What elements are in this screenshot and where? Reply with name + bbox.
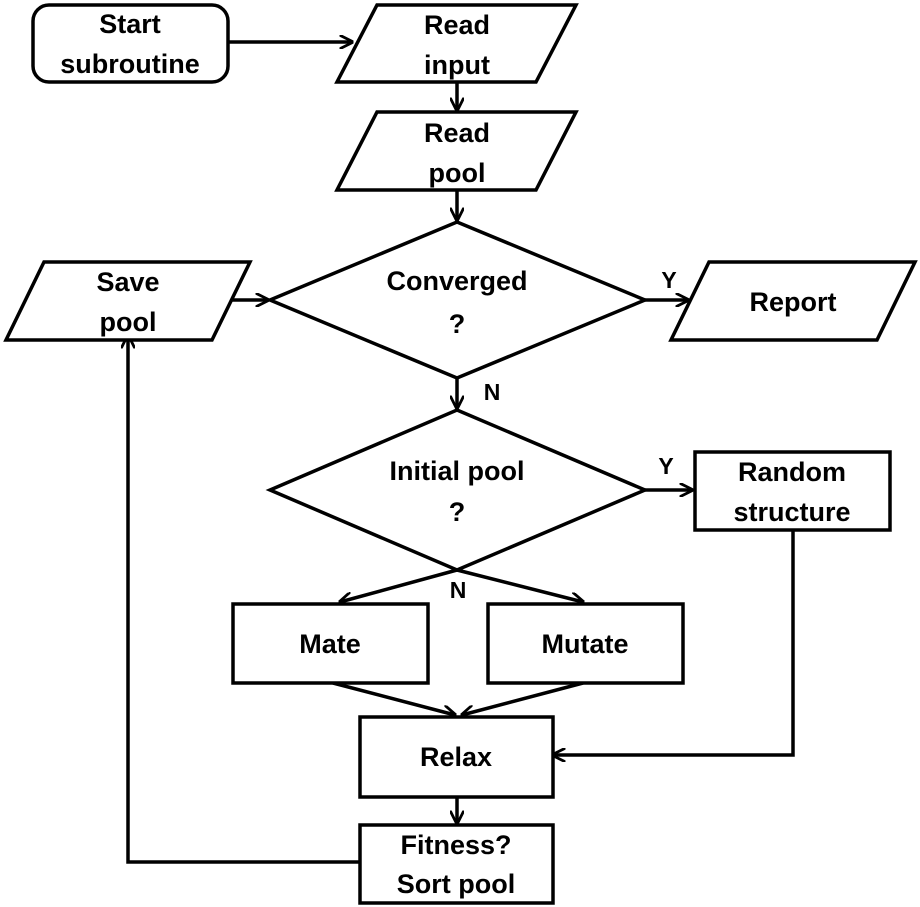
- edge-initial-pool-to-mate: [340, 568, 458, 602]
- start-node-label: Start: [99, 9, 161, 39]
- converged-label: Converged: [386, 266, 527, 296]
- fitness-node: Fitness? Sort pool: [358, 823, 555, 905]
- edge-label-initial-no: N: [450, 577, 467, 603]
- fitness-label: Fitness?: [400, 830, 511, 860]
- random-structure-label-2: structure: [733, 497, 850, 527]
- save-pool-label-2: pool: [100, 307, 157, 337]
- edge-mutate-to-relax: [462, 681, 584, 715]
- read-pool-node: Read pool: [334, 110, 579, 192]
- converged-label-2: ?: [449, 309, 466, 339]
- edge-random-structure-to-relax: [553, 530, 795, 755]
- read-pool-label: Read: [424, 118, 490, 148]
- start-node-label-2: subroutine: [60, 49, 200, 79]
- read-input-node: Read input: [334, 3, 579, 84]
- mate-node: Mate: [231, 602, 430, 685]
- report-node: Report: [668, 260, 918, 342]
- edge-initial-pool-to-mutate: [456, 568, 583, 602]
- read-input-label: Read: [424, 10, 490, 40]
- edge-label-converged-no: N: [484, 379, 501, 405]
- mate-label: Mate: [299, 629, 361, 659]
- report-label: Report: [750, 287, 837, 317]
- read-pool-label-2: pool: [429, 158, 486, 188]
- random-structure-label: Random: [738, 457, 846, 487]
- initial-pool-label: Initial pool: [390, 456, 525, 486]
- relax-node: Relax: [358, 715, 555, 799]
- edge-mate-to-relax: [332, 681, 455, 715]
- edge-label-converged-yes: Y: [661, 267, 676, 293]
- fitness-label-2: Sort pool: [397, 869, 515, 899]
- initial-pool-decision: Initial pool ?: [265, 408, 650, 572]
- save-pool-node: Save pool: [3, 260, 253, 342]
- edges: [128, 42, 795, 864]
- read-input-label-2: input: [424, 50, 490, 80]
- start-node: Start subroutine: [31, 3, 230, 84]
- random-structure-node: Random structure: [693, 450, 892, 532]
- mutate-node: Mutate: [486, 602, 685, 685]
- edge-fitness-to-save-pool: [128, 336, 360, 864]
- save-pool-label: Save: [96, 267, 159, 297]
- mutate-label: Mutate: [542, 629, 629, 659]
- initial-pool-label-2: ?: [449, 497, 466, 527]
- edge-label-initial-yes: Y: [658, 453, 673, 479]
- converged-decision: Converged ?: [265, 220, 650, 380]
- relax-label: Relax: [420, 742, 492, 772]
